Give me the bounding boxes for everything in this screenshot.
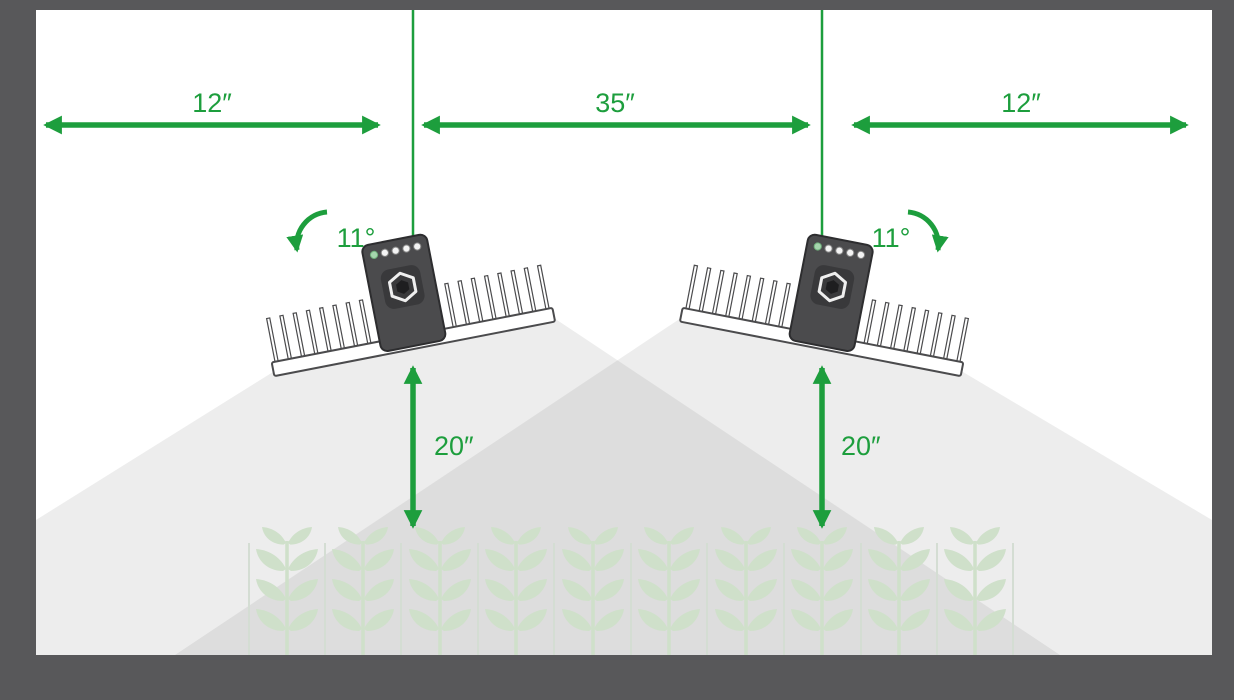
tilt-arrow-right <box>907 209 949 253</box>
dimension-label-right-spacing: 12″ <box>1001 88 1041 118</box>
height-label-left: 20″ <box>434 431 474 461</box>
tilt-label-right: 11° <box>872 223 911 253</box>
dimension-annotations: 12″ 35″ 12″ 11° 11° 20″ 20″ <box>43 88 1189 529</box>
height-label-right: 20″ <box>841 431 881 461</box>
tilt-label-left: 11° <box>337 223 376 253</box>
plant-canopy <box>248 527 1014 655</box>
dimension-label-center-spacing: 35″ <box>595 88 635 118</box>
tilt-arrow-left <box>286 209 328 253</box>
dimension-label-left-spacing: 12″ <box>192 88 232 118</box>
